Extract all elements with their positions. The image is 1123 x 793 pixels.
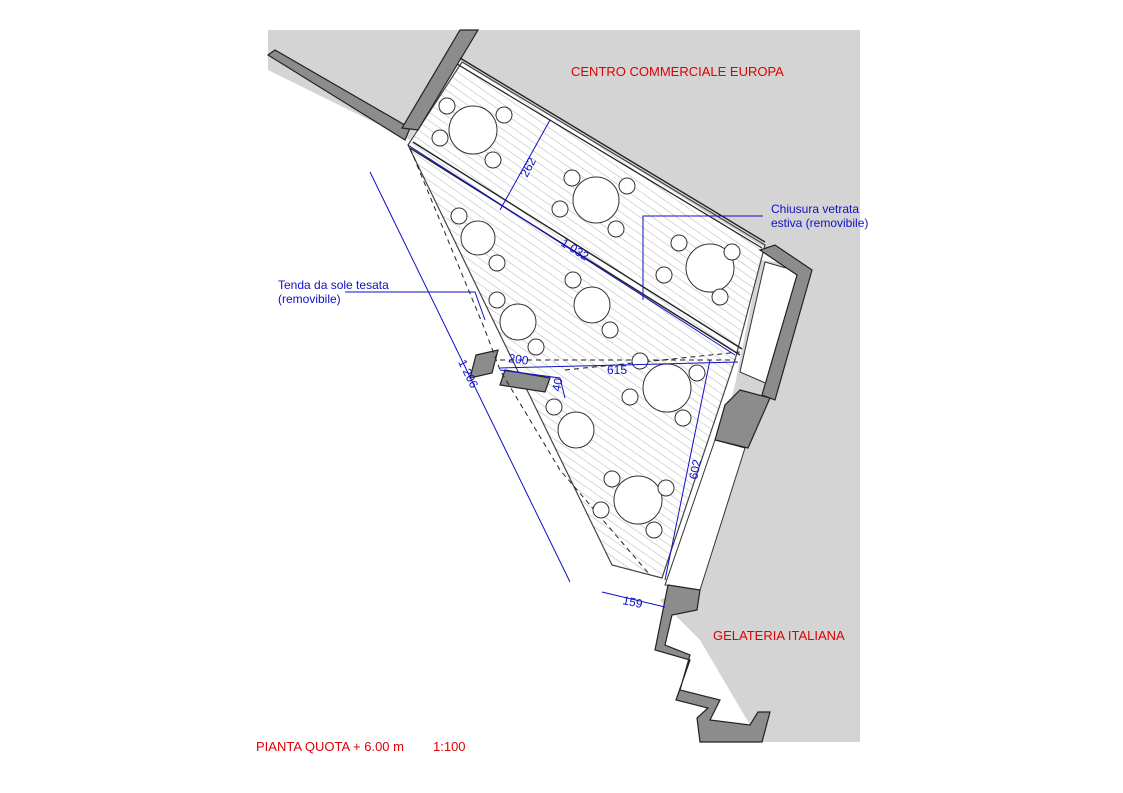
chair	[607, 220, 625, 238]
dim-615: 615	[607, 363, 627, 377]
chair	[450, 207, 468, 225]
dim-40: 40	[549, 376, 566, 392]
chair	[603, 470, 621, 488]
table	[613, 475, 663, 525]
chair	[618, 177, 636, 195]
table	[572, 176, 620, 224]
chair	[484, 151, 502, 169]
label-centro-commerciale: CENTRO COMMERCIALE EUROPA	[571, 64, 784, 79]
table	[460, 220, 496, 256]
label-chiusura-line1: Chiusura vetrata	[771, 202, 859, 216]
chair	[431, 129, 449, 147]
chair	[495, 106, 513, 124]
chair	[488, 254, 506, 272]
chair	[563, 169, 581, 187]
table	[573, 286, 611, 324]
table	[499, 303, 537, 341]
chair	[527, 338, 545, 356]
label-tenda-line1: Tenda da sole tesata	[278, 278, 389, 292]
chair	[592, 501, 610, 519]
glazing-line	[409, 57, 766, 356]
leader-chiusura	[642, 215, 763, 300]
label-pianta: PIANTA QUOTA + 6.00 m	[256, 739, 404, 754]
leader-tenda	[345, 291, 486, 321]
chair	[488, 291, 506, 309]
table	[642, 363, 692, 413]
dimension-lines	[369, 119, 739, 608]
chair	[645, 521, 663, 539]
chair	[674, 409, 692, 427]
label-chiusura-line2: estiva (removibile)	[771, 216, 868, 230]
walls	[266, 29, 813, 743]
furniture	[431, 97, 741, 539]
table	[685, 243, 735, 293]
chair	[564, 271, 582, 289]
chair	[657, 479, 675, 497]
table	[448, 105, 498, 155]
chair	[601, 321, 619, 339]
chair	[621, 388, 639, 406]
label-gelateria: GELATERIA ITALIANA	[713, 628, 845, 643]
building-centro-commerciale	[268, 30, 860, 742]
chair	[631, 352, 649, 370]
label-scale: 1:100	[433, 739, 466, 754]
awning-outline	[409, 147, 741, 576]
chair	[551, 200, 569, 218]
chair	[670, 234, 688, 252]
table	[557, 411, 595, 449]
dim-602: 602	[686, 458, 704, 481]
dim-159: 159	[621, 593, 644, 611]
dim-200: 200	[508, 351, 530, 368]
chair	[545, 398, 563, 416]
chair	[688, 364, 706, 382]
label-tenda-line2: (removibile)	[278, 292, 341, 306]
chair	[711, 288, 729, 306]
chair	[655, 266, 673, 284]
chair	[438, 97, 456, 115]
chair	[723, 243, 741, 261]
